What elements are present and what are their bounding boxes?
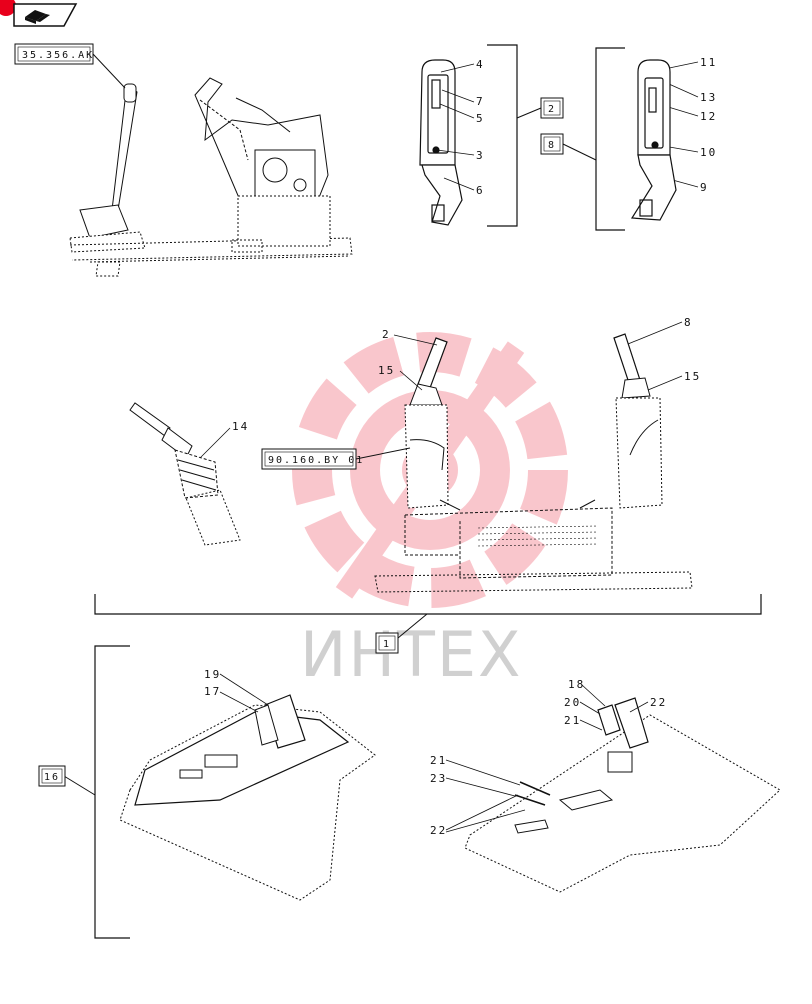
leader-box-8	[562, 143, 597, 161]
callout-10: 10	[700, 146, 717, 159]
item-box-16-label: 16	[44, 772, 60, 783]
leader-18	[581, 684, 606, 707]
callout-15-right: 15	[684, 370, 701, 383]
vent-grille	[477, 525, 599, 547]
item-box-16[interactable]: 16	[38, 765, 66, 787]
bracket-item-2	[487, 44, 518, 227]
leader-15-left	[399, 370, 423, 391]
callout-8-main: 8	[684, 316, 693, 329]
item-box-8-label: 8	[548, 140, 556, 151]
leader-22-lower-b	[445, 809, 526, 833]
lever-assembly-view	[69, 77, 353, 277]
watermark-text: ИНТЕХ	[300, 618, 523, 691]
callout-6: 6	[476, 184, 485, 197]
callout-15-left: 15	[378, 364, 395, 377]
floor-plate-right	[464, 697, 781, 893]
leader-23	[445, 777, 516, 797]
joystick-2-detail	[419, 59, 463, 226]
bracket-item-16	[94, 645, 130, 939]
callout-22-upper: 22	[650, 696, 667, 709]
callout-3: 3	[476, 149, 485, 162]
leader-20	[579, 701, 601, 715]
floor-plate-left	[119, 694, 376, 901]
leader-15-right	[647, 375, 683, 391]
callout-9: 9	[700, 181, 709, 194]
callout-2-main: 2	[382, 328, 391, 341]
ref-link-35-356-ak[interactable]: 35.356.AK	[14, 43, 94, 65]
leader-35-356-ak	[92, 53, 126, 89]
item-box-8[interactable]: 8	[540, 133, 564, 155]
callout-7: 7	[476, 95, 485, 108]
callout-11: 11	[700, 56, 717, 69]
leader-21-lower	[445, 759, 521, 786]
callout-13: 13	[700, 91, 717, 104]
leader-21-upper	[579, 719, 603, 731]
item-box-1[interactable]: 1	[375, 632, 399, 654]
lever-boot-14	[129, 402, 241, 546]
ref-link-90-160-by-01[interactable]: 90.160.BY 01	[261, 448, 364, 470]
book-icon	[25, 10, 50, 24]
bracket-item-8	[595, 47, 625, 231]
console-assembly	[374, 333, 693, 593]
callout-14: 14	[232, 420, 249, 433]
leader-14	[199, 427, 231, 459]
leader-90-160-by-01	[355, 447, 411, 460]
callout-17: 17	[204, 685, 221, 698]
callout-21-upper: 21	[564, 714, 581, 727]
leader-22-upper	[629, 701, 649, 713]
callout-12: 12	[700, 110, 717, 123]
joystick-8-detail	[630, 59, 677, 221]
leader-19	[219, 673, 269, 706]
leader-box-16	[63, 775, 96, 796]
ref-label-90-160-by-01: 90.160.BY 01	[268, 455, 364, 466]
callout-4: 4	[476, 58, 485, 71]
leader-2-main	[393, 334, 438, 346]
bracket-item-1	[94, 594, 762, 615]
callout-21-lower: 21	[430, 754, 447, 767]
item-box-2-label: 2	[548, 104, 556, 115]
callout-19: 19	[204, 668, 221, 681]
callout-5: 5	[476, 112, 485, 125]
callout-20: 20	[564, 696, 581, 709]
callout-22-lower: 22	[430, 824, 447, 837]
leader-17	[219, 691, 259, 713]
callout-18: 18	[568, 678, 585, 691]
item-box-2[interactable]: 2	[540, 97, 564, 119]
item-box-1-label: 1	[383, 639, 391, 650]
book-icon-button[interactable]	[0, 0, 78, 27]
callout-23: 23	[430, 772, 447, 785]
leader-8-main	[627, 321, 683, 345]
leader-22-lower	[445, 794, 519, 831]
ref-label-35-356-ak: 35.356.AK	[22, 50, 94, 61]
leader-box-2	[516, 107, 542, 119]
leader-box-1	[397, 613, 428, 639]
red-badge	[0, 0, 16, 16]
